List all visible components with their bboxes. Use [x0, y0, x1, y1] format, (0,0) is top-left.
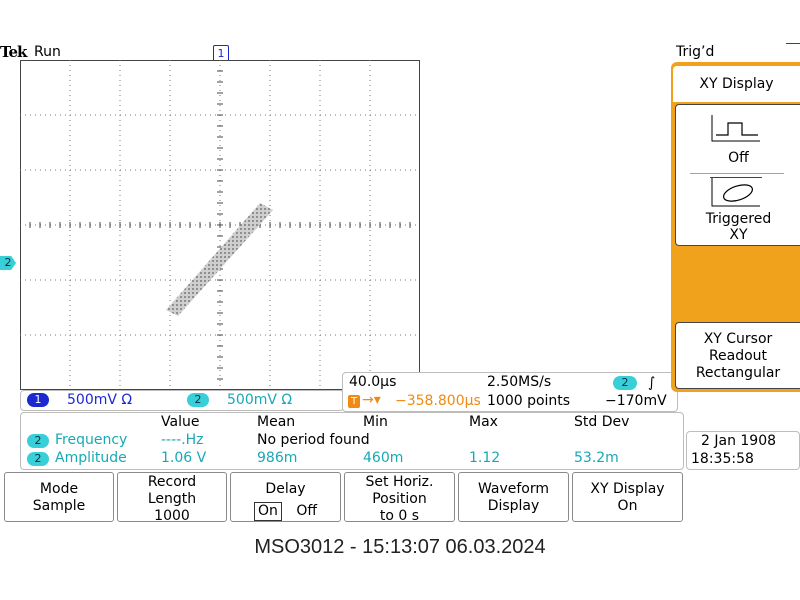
softkey-label: Delay [265, 481, 306, 497]
xy-trace [166, 203, 273, 316]
corner-tick [786, 43, 800, 44]
trigger-source-badge: 2 [613, 376, 637, 390]
meas-row-stddev: 53.2m [574, 450, 619, 466]
softkey-label: Set Horiz. [365, 474, 434, 490]
time: 18:35:58 [691, 451, 754, 467]
meas-header-value: Value [161, 414, 200, 430]
meas-row-value: 1.06 V [161, 450, 207, 466]
set-horiz-position-softkey[interactable]: Set Horiz. Position to 0 s [344, 472, 455, 524]
xy-lissajous-icon [710, 177, 762, 207]
tek-logo: Tek [0, 43, 27, 61]
horizontal-trigger-readout: 40.0µs 2.50MS/s 2 ∫ T →▾ −358.800µs 1000… [342, 372, 678, 412]
acquisition-state: Run [34, 44, 61, 60]
time-per-division: 40.0µs [349, 374, 397, 390]
softkey-value: 1000 [154, 508, 190, 524]
softkey-label: Waveform [477, 481, 550, 497]
waveform-graticule [20, 60, 420, 390]
xy-cursor-readout-button[interactable]: XY Cursor Readout Rectangular [675, 322, 800, 389]
measurement-panel: Value Mean Min Max Std Dev 2 Frequency -… [20, 412, 684, 470]
mode-softkey[interactable]: Mode Sample [4, 472, 114, 522]
device-caption: MSO3012 - 15:13:07 06.03.2024 [254, 536, 546, 558]
option-label: Triggered [705, 211, 772, 227]
softkey-label: Length [147, 491, 197, 507]
meas-row-value: ----.Hz [161, 432, 204, 448]
meas-row-max: 1.12 [469, 450, 501, 466]
ch2-scale: 500mV Ω [227, 392, 293, 408]
ch2-ground-marker[interactable]: 2 [0, 256, 16, 270]
selection-divider [690, 173, 784, 174]
softkey-label: Mode [39, 481, 79, 497]
xy-display-options[interactable]: Off Triggered XY [675, 104, 800, 246]
meas-row-mean: No period found [257, 432, 370, 448]
record-points: 1000 points [487, 393, 571, 409]
ch2-badge[interactable]: 2 [187, 393, 209, 407]
trigger-position-tag: T [348, 395, 360, 408]
meas-header-stddev: Std Dev [574, 414, 630, 430]
delay-off-option[interactable]: Off [296, 503, 318, 519]
softkey-label: Record [147, 474, 197, 490]
side-menu-label: Readout [708, 348, 768, 364]
yt-waveform-icon [711, 115, 760, 142]
trigger-status: Trig’d [676, 44, 715, 60]
rising-edge-icon: ∫ [648, 375, 656, 391]
softkey-label: to 0 s [379, 508, 420, 524]
xy-display-softkey[interactable]: XY Display On [572, 472, 683, 522]
ch1-badge[interactable]: 1 [27, 393, 49, 407]
date-time-readout: 2 Jan 1908 18:35:58 [686, 431, 800, 470]
meas-row-min: 460m [363, 450, 404, 466]
meas-row-name: Amplitude [55, 450, 127, 466]
trigger-position: −358.800µs [395, 393, 481, 409]
side-menu-title: XY Display [673, 66, 800, 102]
side-menu-label: XY Cursor [703, 331, 773, 347]
softkey-label: Display [487, 498, 540, 514]
softkey-label: Position [372, 491, 427, 507]
meas-row-name: Frequency [55, 432, 128, 448]
waveform-display-softkey[interactable]: Waveform Display [458, 472, 569, 522]
sample-rate: 2.50MS/s [487, 374, 552, 390]
option-label: XY [729, 227, 748, 243]
ch1-scale: 500mV Ω [67, 392, 133, 408]
softkey-value: Sample [32, 498, 86, 514]
side-menu-label: Rectangular [695, 365, 781, 381]
meas-header-mean: Mean [257, 414, 296, 430]
delay-on-option[interactable]: On [253, 502, 282, 521]
meas-header-max: Max [469, 414, 498, 430]
trigger-level: −170mV [605, 393, 667, 409]
delay-softkey[interactable]: Delay On Off [230, 472, 341, 522]
record-length-softkey[interactable]: Record Length 1000 [117, 472, 227, 524]
meas-row-channel-badge: 2 [27, 452, 49, 466]
meas-header-min: Min [363, 414, 388, 430]
softkey-label: XY Display [590, 481, 665, 497]
meas-row-channel-badge: 2 [27, 434, 49, 448]
date: 2 Jan 1908 [701, 433, 777, 449]
triggered-xy-option[interactable]: Triggered XY [676, 211, 800, 243]
softkey-value: On [617, 498, 638, 514]
meas-row-mean: 986m [257, 450, 298, 466]
trigger-position-arrow-icon: →▾ [362, 392, 381, 408]
xy-off-option[interactable]: Off [728, 150, 749, 166]
channel-status-bar: 1 500mV Ω 2 500mV Ω [20, 390, 344, 411]
